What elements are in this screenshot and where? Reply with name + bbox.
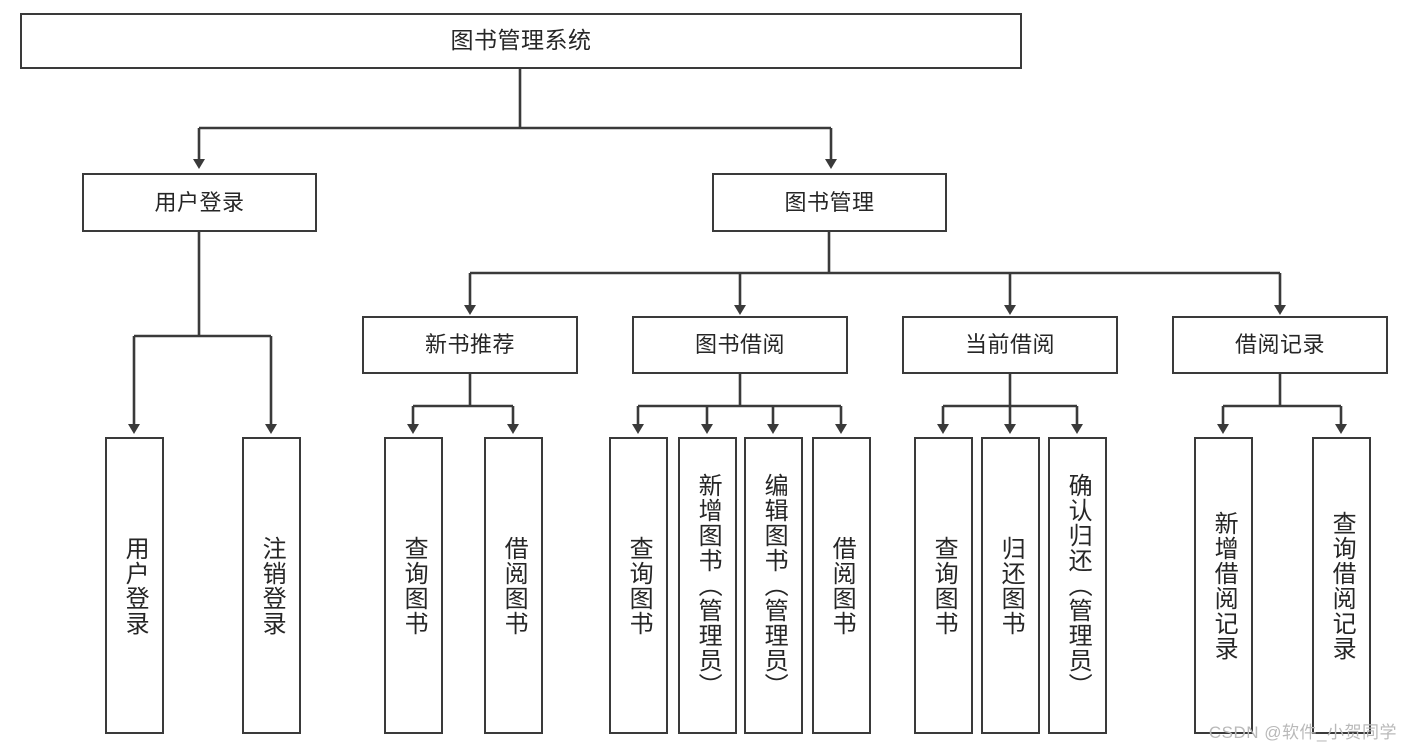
node-label: 用户登录: [121, 535, 149, 636]
leaf-confirm-return-admin[interactable]: 确认归还（管理员）: [1048, 437, 1107, 734]
node-label: 借阅图书: [828, 535, 856, 636]
node-label: 归还图书: [997, 535, 1025, 636]
leaf-logout[interactable]: 注销登录: [242, 437, 301, 734]
node-label: 查询借阅记录: [1328, 510, 1356, 661]
leaf-query-borrow-record[interactable]: 查询借阅记录: [1312, 437, 1371, 734]
watermark: CSDN @软件_小贺同学: [1208, 723, 1397, 742]
leaf-user-login[interactable]: 用户登录: [105, 437, 164, 734]
node-label: 新增借阅记录: [1210, 510, 1238, 661]
node-label: 图书借阅: [694, 332, 785, 358]
leaf-query-books-current[interactable]: 查询图书: [914, 437, 973, 734]
leaf-add-borrow-record[interactable]: 新增借阅记录: [1194, 437, 1253, 734]
node-borrow-records[interactable]: 借阅记录: [1172, 316, 1388, 374]
node-label: 新书推荐: [424, 332, 515, 358]
leaf-borrow-books-borrow[interactable]: 借阅图书: [812, 437, 871, 734]
node-label: 图书管理系统: [450, 27, 592, 54]
node-label: 用户登录: [154, 189, 245, 215]
node-label: 查询图书: [930, 535, 958, 636]
node-label: 注销登录: [258, 535, 286, 636]
node-book-borrow[interactable]: 图书借阅: [632, 316, 848, 374]
leaf-query-books-borrow[interactable]: 查询图书: [609, 437, 668, 734]
leaf-edit-book-admin[interactable]: 编辑图书（管理员）: [744, 437, 803, 734]
node-book-management[interactable]: 图书管理: [712, 173, 947, 232]
node-label: 当前借阅: [964, 332, 1055, 358]
leaf-borrow-books-recommend[interactable]: 借阅图书: [484, 437, 543, 734]
node-label: 查询图书: [400, 535, 428, 636]
node-root[interactable]: 图书管理系统: [20, 13, 1022, 69]
node-label: 新增图书（管理员）: [694, 473, 722, 698]
node-label: 借阅图书: [500, 535, 528, 636]
node-new-book-recommend[interactable]: 新书推荐: [362, 316, 578, 374]
node-label: 图书管理: [784, 189, 875, 215]
node-current-borrow[interactable]: 当前借阅: [902, 316, 1118, 374]
node-label: 确认归还（管理员）: [1064, 473, 1092, 698]
leaf-query-books-recommend[interactable]: 查询图书: [384, 437, 443, 734]
leaf-return-books[interactable]: 归还图书: [981, 437, 1040, 734]
node-label: 借阅记录: [1234, 332, 1325, 358]
node-label: 查询图书: [625, 535, 653, 636]
node-user-login[interactable]: 用户登录: [82, 173, 317, 232]
node-label: 编辑图书（管理员）: [760, 473, 788, 698]
leaf-add-book-admin[interactable]: 新增图书（管理员）: [678, 437, 737, 734]
